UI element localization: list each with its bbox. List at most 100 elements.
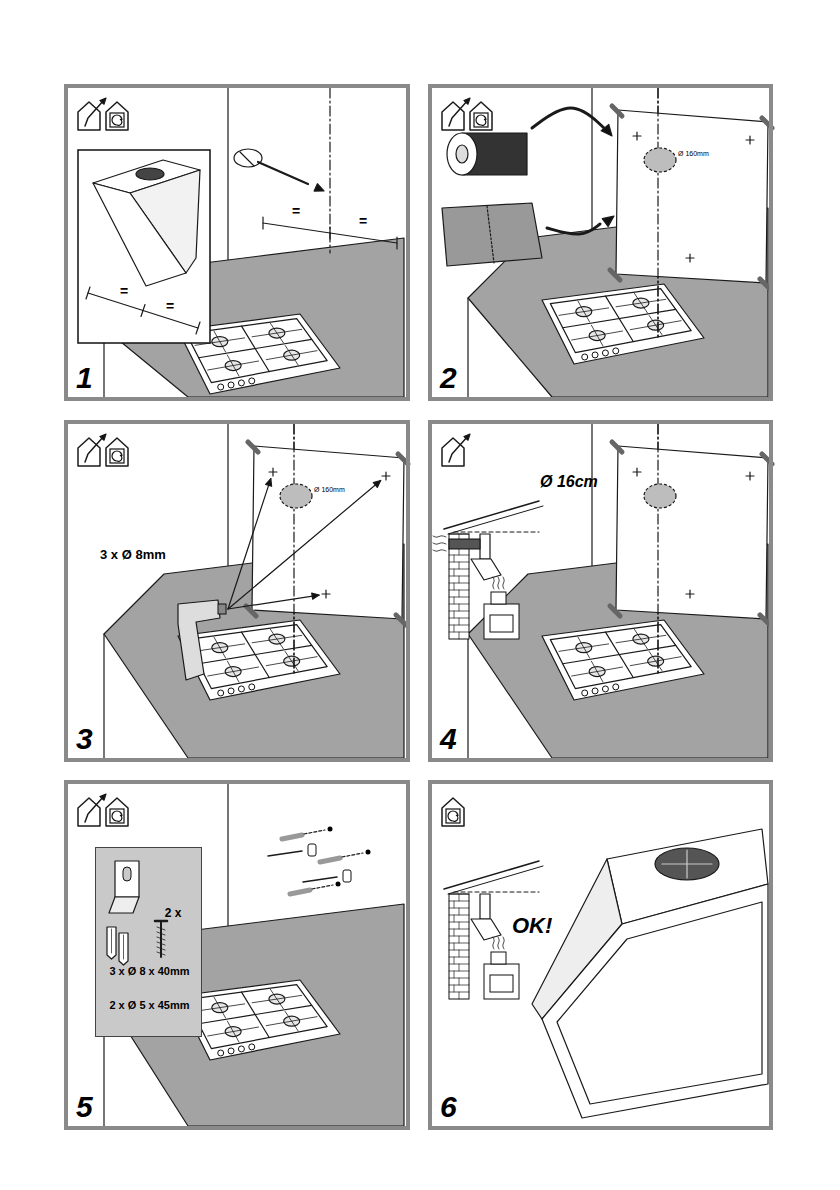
duct-hole <box>644 148 676 172</box>
extraction-icon <box>85 436 104 462</box>
hob-grate <box>227 1021 239 1042</box>
extraction-icon <box>85 100 104 126</box>
pot <box>491 592 506 604</box>
hood-glass <box>557 902 762 1104</box>
pot <box>491 952 506 964</box>
hob-grate <box>214 637 226 658</box>
drill-mark <box>325 590 326 598</box>
dimension-tick <box>196 322 200 334</box>
panel-art <box>78 424 408 758</box>
hob <box>178 980 340 1060</box>
centre-line <box>329 88 330 253</box>
hob-knob <box>602 686 608 692</box>
tape-piece <box>610 270 620 280</box>
curved-arrow <box>532 108 604 128</box>
wall-plug-icon <box>107 927 116 959</box>
brick-wall <box>459 894 460 901</box>
hood-outlet <box>686 850 687 878</box>
step-panel: 1 <box>64 84 410 401</box>
screw-icon <box>157 947 165 950</box>
recirculation-icon <box>110 809 124 823</box>
arrow-head <box>266 479 272 487</box>
brick-wall <box>449 971 469 972</box>
brick-wall <box>454 625 455 632</box>
duct-hole <box>644 484 676 508</box>
mini-hood <box>471 919 501 940</box>
curved-arrow <box>602 216 614 227</box>
hob-grate <box>214 997 226 1018</box>
wall-corner <box>591 88 592 230</box>
cabinet-edge <box>467 298 468 397</box>
arrow-line <box>228 595 319 609</box>
hob-grate <box>186 625 327 689</box>
hardware-count: 2 x <box>148 906 198 920</box>
step-panel: 3 <box>64 420 410 762</box>
tape-piece <box>248 442 258 452</box>
brick-wall <box>449 569 469 570</box>
paper-template <box>616 110 768 283</box>
brick-wall <box>459 632 460 639</box>
hob-knob <box>218 690 224 696</box>
tape-piece <box>760 615 770 625</box>
dimension-tick <box>141 305 145 317</box>
brick-wall <box>459 908 460 915</box>
hood-front <box>542 884 768 1118</box>
roof <box>444 861 539 889</box>
recirculation-icon <box>110 113 124 127</box>
recirculation-icon <box>446 809 460 823</box>
steam <box>503 937 504 949</box>
hob-knob <box>249 1044 255 1050</box>
brick-wall <box>454 971 455 978</box>
hood-outlet <box>136 168 164 180</box>
extraction-icon <box>464 434 470 440</box>
brick-wall <box>459 590 460 597</box>
brick-wall <box>449 534 469 639</box>
tape-piece <box>610 606 620 616</box>
panel-art <box>78 784 404 1126</box>
paper-sheet <box>442 203 542 266</box>
hand <box>240 152 254 166</box>
hob-grate <box>285 346 298 365</box>
arrow-line <box>228 481 381 609</box>
drill-mark <box>749 136 750 144</box>
hob-grate <box>227 661 239 682</box>
equal-distance-mark: = <box>166 299 174 313</box>
hob-grate <box>649 652 662 671</box>
pencil <box>258 162 308 184</box>
recirculation-icon <box>476 115 486 125</box>
recirculation-icon <box>106 798 128 826</box>
hob-grate <box>285 652 298 671</box>
paper-fold <box>487 206 494 263</box>
cabinet-edge <box>103 634 104 758</box>
extraction-icon <box>449 436 468 462</box>
brick-wall <box>449 915 469 916</box>
hob-knob <box>613 684 619 690</box>
brick-wall <box>449 901 469 902</box>
wall-corner <box>227 88 228 260</box>
hardware-kit: 2 x3 x Ø 8 x 40mm2 x Ø 5 x 45mm <box>95 847 202 1037</box>
brick-wall <box>449 611 469 612</box>
brick-wall <box>459 950 460 957</box>
paper-template <box>616 446 768 619</box>
brick-wall <box>454 929 455 936</box>
step-number: 2 <box>440 363 457 393</box>
hob-knob <box>228 688 234 694</box>
screw <box>268 851 302 856</box>
guide-line <box>304 830 325 834</box>
tape-piece <box>396 615 406 625</box>
hardware-count: 2 x Ø 5 x 45mm <box>98 998 201 1012</box>
recirculation-icon <box>442 798 464 826</box>
ceiling <box>454 531 539 532</box>
recirculation-icon <box>470 102 492 130</box>
inset-frame <box>78 150 210 343</box>
brick-wall <box>454 957 455 964</box>
steam <box>498 937 499 949</box>
equal-distance-mark: = <box>359 214 367 228</box>
hob-knob <box>592 352 598 358</box>
dimension-label: Ø 160mm <box>314 486 345 493</box>
brick-wall <box>459 936 460 943</box>
brick-wall <box>459 964 460 971</box>
drill-mark <box>636 468 637 476</box>
brick-wall <box>449 625 469 626</box>
extraction-icon <box>464 98 470 104</box>
